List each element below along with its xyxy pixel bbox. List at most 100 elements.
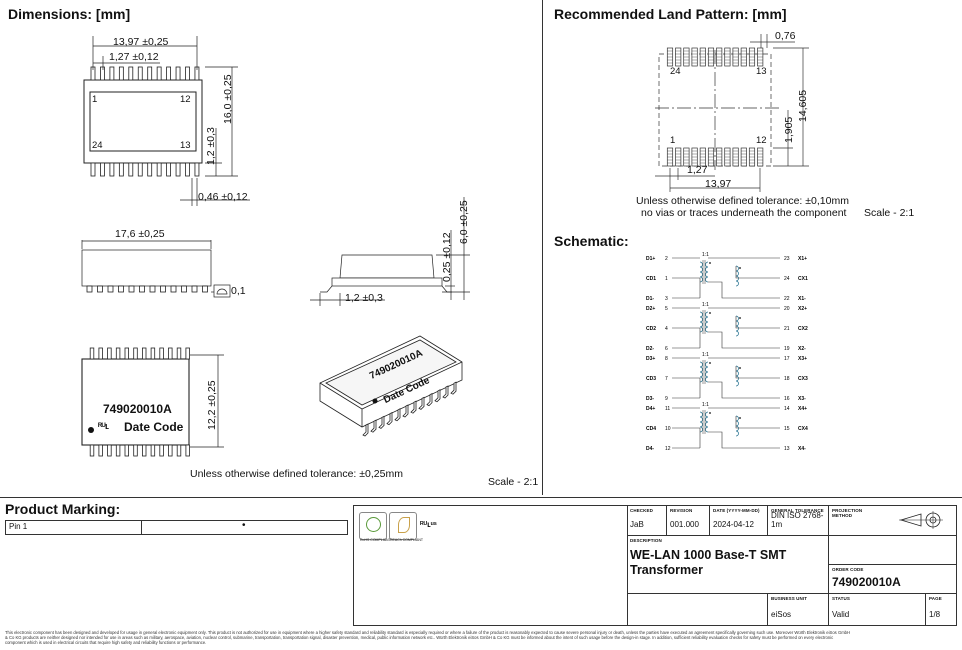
schematic-right-pin: 18 bbox=[784, 376, 790, 382]
top-pin24-label: 24 bbox=[92, 140, 103, 151]
top-view-pin bbox=[118, 162, 124, 177]
top-view-pin bbox=[137, 66, 143, 81]
top-view-pin bbox=[100, 66, 105, 81]
product-marking-table: Pin 1 • bbox=[5, 520, 348, 535]
iso-view-pin bbox=[426, 392, 433, 407]
marking-row-label-cell: Pin 1 bbox=[6, 521, 142, 534]
schematic-left-label: D1+ bbox=[646, 256, 655, 262]
marking-view-pin bbox=[185, 347, 190, 360]
top-view-pin bbox=[156, 66, 162, 81]
marking-view-pin bbox=[150, 444, 156, 457]
side-view-pin bbox=[202, 285, 208, 293]
land-pattern-title: Recommended Land Pattern: [mm] bbox=[554, 6, 787, 22]
land-row-span: 13,97 bbox=[705, 178, 732, 190]
schematic-right-label: CX2 bbox=[798, 326, 808, 332]
top-height-label: 12,2 ±0,25 bbox=[206, 380, 218, 430]
marking-view-pin bbox=[141, 444, 147, 457]
iso-view-pin bbox=[378, 415, 385, 429]
top-view-pin bbox=[137, 162, 143, 177]
blank-cell bbox=[829, 536, 956, 565]
side-lead-label: 1,2 ±0,3 bbox=[345, 292, 383, 304]
top-view-pin bbox=[109, 162, 115, 177]
projection-cell: PROJECTION METHOD bbox=[829, 506, 956, 536]
dimensions-title: Dimensions: [mm] bbox=[8, 6, 131, 22]
marking-view-pin bbox=[124, 347, 129, 360]
compliance-logos: RoHS COMPLIANT REACh COMPLIANT ᴿᵁʟᵘˢ bbox=[356, 508, 626, 544]
land-outer-span: 14,605 bbox=[797, 89, 809, 122]
logo-panel bbox=[354, 506, 628, 625]
dim-pitch-label: 1,27 ±0,12 bbox=[109, 51, 159, 63]
marking-view-pin bbox=[141, 347, 147, 360]
iso-view-pin bbox=[370, 419, 377, 433]
schematic-right-label: X2- bbox=[798, 346, 806, 352]
side-view-pin bbox=[118, 285, 124, 293]
date-cell: DATE (YYYY-MM-DD) 2024-04-12 bbox=[710, 506, 768, 536]
schematic-title: Schematic: bbox=[554, 233, 629, 249]
schematic-left-label: CD4 bbox=[646, 426, 656, 432]
marking-view-pin bbox=[176, 444, 182, 457]
blank-bottom-cell bbox=[627, 594, 768, 625]
status-value: Valid bbox=[832, 610, 850, 619]
schematic-right-pin: 16 bbox=[784, 396, 790, 402]
schematic-left-pin: 7 bbox=[665, 376, 668, 382]
disclaimer-line2: & Co KG products are neither designed no… bbox=[5, 635, 834, 641]
dim-width-label: 13,97 ±0,25 bbox=[113, 36, 169, 48]
rohs-label: RoHS COMPLIANT bbox=[360, 538, 391, 542]
business-unit-value: eiSos bbox=[771, 610, 792, 619]
iso-view-pin bbox=[418, 396, 425, 410]
top-pin12-label: 12 bbox=[180, 94, 191, 105]
schematic-right-label: X4+ bbox=[798, 406, 807, 412]
schematic-right-label: X1- bbox=[798, 296, 806, 302]
disclaimer-line1: This electronic component has been desig… bbox=[5, 630, 851, 635]
dimensions-drawing bbox=[81, 36, 470, 457]
reach-icon bbox=[389, 512, 417, 540]
business-unit-cell: BUSINESS UNIT eiSos bbox=[768, 594, 829, 625]
description-text: WE-LAN 1000 Base-T SMT Transformer bbox=[630, 548, 786, 578]
date-header: DATE (YYYY-MM-DD) bbox=[713, 508, 760, 513]
schematic-right-label: X2+ bbox=[798, 306, 807, 312]
top-view-pin bbox=[147, 162, 153, 177]
side-view-pin bbox=[181, 285, 187, 293]
top-view-pin bbox=[90, 162, 96, 177]
disclaimer: This electronic component has been desig… bbox=[5, 630, 960, 646]
schematic-left-pin: 12 bbox=[665, 446, 671, 452]
schematic-left-label: D4- bbox=[646, 446, 654, 452]
schematic-right-label: X3- bbox=[798, 396, 806, 402]
business-unit-header: BUSINESS UNIT bbox=[771, 596, 808, 601]
description-line1: WE-LAN 1000 Base-T SMT bbox=[630, 548, 787, 562]
tolerance-value: DIN ISO 2768-1m bbox=[771, 511, 824, 529]
page-header: PAGE bbox=[929, 596, 942, 601]
side-view-pin bbox=[128, 285, 135, 293]
schematic-right-pin: 22 bbox=[784, 296, 790, 302]
ul-mark-icon: ᴿᵁʟ bbox=[98, 421, 109, 431]
checked-header: CHECKED bbox=[630, 508, 653, 513]
page-value: 1/8 bbox=[929, 610, 941, 619]
side-view-pin bbox=[97, 285, 103, 293]
top-view-pin bbox=[175, 66, 181, 81]
page-cell: PAGE 1/8 bbox=[926, 594, 956, 625]
side-view-pin bbox=[139, 285, 145, 293]
marking-view-pin bbox=[176, 347, 182, 360]
marking-view-pin bbox=[185, 444, 190, 457]
schematic-left-label: CD1 bbox=[646, 276, 656, 282]
land-scale: Scale - 2:1 bbox=[864, 207, 915, 219]
schematic-right-pin: 24 bbox=[784, 276, 790, 282]
schematic-left-label: D1- bbox=[646, 296, 654, 302]
schematic-right-pin: 17 bbox=[784, 356, 790, 362]
side-view-pin bbox=[86, 285, 93, 293]
schematic-left-label: D4+ bbox=[646, 406, 655, 412]
schematic-left-pin: 6 bbox=[665, 346, 668, 352]
top-view-pin bbox=[175, 162, 181, 177]
marking-view-pin bbox=[159, 444, 164, 457]
part-number-marking: 749020010A bbox=[103, 402, 172, 416]
revision-cell: REVISION 001.000 bbox=[667, 506, 710, 536]
checked-cell: CHECKED JaB bbox=[627, 506, 667, 536]
schematic-left-pin: 10 bbox=[665, 426, 671, 432]
schematic-left-pin: 8 bbox=[665, 356, 668, 362]
schematic-right-label: X1+ bbox=[798, 256, 807, 262]
iso-view-pin bbox=[442, 385, 449, 399]
iso-view-pin bbox=[362, 423, 369, 437]
tolerance-header: GENERAL TOLERANCE bbox=[771, 508, 824, 513]
